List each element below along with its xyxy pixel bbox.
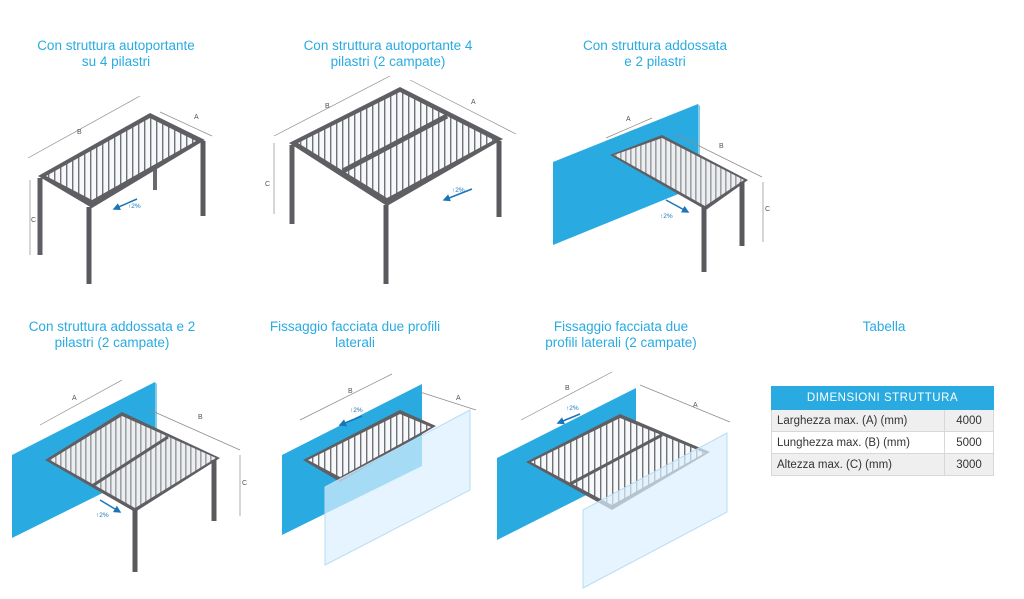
dim-label-a: A — [194, 114, 199, 121]
slope-label: ↑2% — [452, 187, 465, 194]
dim-label-c: C — [265, 181, 270, 188]
caption-diagram-3: Con struttura addossata e 2 pilastri — [550, 38, 760, 70]
slope-arrow — [556, 413, 581, 425]
table-header: DIMENSIONI STRUTTURA — [771, 386, 994, 410]
caption-diagram-4: Con struttura addossata e 2 pilastri (2 … — [0, 319, 224, 351]
caption-line: Fissaggio facciata due profili — [269, 319, 441, 334]
dim-label-b: B — [565, 385, 570, 392]
dim-label-b: B — [198, 414, 203, 421]
caption-line: pilastri (2 campate) — [330, 54, 446, 69]
slope-label: ↑2% — [96, 512, 109, 519]
roof-slats — [50, 416, 216, 508]
slope-arrow — [665, 199, 690, 213]
table-header-row: DIMENSIONI STRUTTURA — [771, 386, 994, 410]
center-beam — [91, 435, 169, 488]
row-value: 3000 — [944, 453, 994, 476]
slope-arrow — [442, 188, 473, 202]
caption-line: profili laterali (2 campate) — [545, 335, 697, 350]
row-label: Lunghezza max. (B) (mm) — [771, 431, 945, 454]
diagram-1-pergola: A B C ↑2% — [27, 95, 213, 284]
diagram-3-pergola: A B C ↑2% — [553, 104, 770, 272]
glass-facade — [324, 409, 471, 566]
caption-line: Tabella — [862, 319, 906, 334]
caption-line: pilastri (2 campate) — [54, 335, 170, 350]
glass-facade — [582, 432, 728, 589]
dim-label-c: C — [765, 206, 770, 213]
row-label: Altezza max. (C) (mm) — [771, 453, 945, 476]
dimension-lines — [520, 371, 731, 423]
center-beam — [341, 113, 449, 174]
slope-arrow — [112, 198, 138, 211]
row-value: 5000 — [944, 431, 994, 454]
dim-label-b: B — [348, 388, 353, 395]
dim-label-a: A — [72, 395, 77, 402]
dim-label-b: B — [719, 143, 724, 150]
caption-line: e 2 pilastri — [624, 54, 686, 69]
dim-label-c: C — [31, 217, 36, 224]
dim-label-a: A — [471, 99, 476, 106]
center-beam — [569, 433, 663, 486]
dimension-lines — [299, 373, 477, 421]
diagram-5-pergola: A B ↑2% — [282, 373, 477, 566]
diagram-2-pergola: A B C ↑2% — [265, 75, 517, 284]
dimension-lines — [273, 75, 517, 214]
table-row: Lunghezza max. (B) (mm) 5000 — [771, 431, 994, 454]
dim-label-b: B — [77, 129, 82, 136]
caption-line: laterali — [335, 335, 375, 350]
caption-table: Tabella — [834, 319, 934, 335]
table-row: Larghezza max. (A) (mm) 4000 — [771, 409, 994, 432]
caption-line: su 4 pilastri — [81, 54, 151, 69]
row-value: 4000 — [944, 409, 994, 432]
dimension-lines — [27, 95, 213, 255]
caption-line: Fissaggio facciata due — [553, 319, 689, 334]
dim-label-a: A — [456, 395, 461, 402]
dimension-lines — [39, 379, 241, 516]
slope-label: ↑2% — [350, 407, 363, 414]
roof-slats — [46, 118, 196, 200]
slope-label: ↑2% — [660, 213, 673, 220]
caption-diagram-1: Con struttura autoportante su 4 pilastri — [0, 38, 232, 70]
diagram-6-pergola: A B ↑2% — [497, 371, 731, 589]
roof-slats — [308, 414, 431, 477]
caption-line: Con struttura autoportante 4 — [303, 38, 473, 53]
dim-label-a: A — [693, 402, 698, 409]
caption-line: Con struttura addossata — [582, 38, 728, 53]
table-row: Altezza max. (C) (mm) 3000 — [771, 453, 994, 476]
diagram-4-pergola: A B C ↑2% — [12, 379, 247, 572]
caption-diagram-6: Fissaggio facciata due profili laterali … — [520, 319, 722, 351]
caption-diagram-5: Fissaggio facciata due profili laterali — [250, 319, 460, 351]
dim-label-a: A — [626, 116, 631, 123]
row-label: Larghezza max. (A) (mm) — [771, 409, 945, 432]
caption-diagram-2: Con struttura autoportante 4 pilastri (2… — [268, 38, 508, 70]
dim-label-b: B — [325, 103, 330, 110]
slope-label: ↑2% — [128, 203, 141, 210]
caption-line: Con struttura autoportante — [37, 38, 195, 53]
dimension-lines — [605, 117, 764, 242]
dimensions-table: DIMENSIONI STRUTTURA Larghezza max. (A) … — [771, 386, 994, 476]
slope-arrow — [99, 499, 122, 513]
slope-label: ↑2% — [566, 405, 579, 412]
slope-arrow — [338, 415, 363, 427]
caption-line: Con struttura addossata e 2 — [28, 319, 196, 334]
roof-slats — [614, 138, 744, 206]
dim-label-c: C — [242, 480, 247, 487]
